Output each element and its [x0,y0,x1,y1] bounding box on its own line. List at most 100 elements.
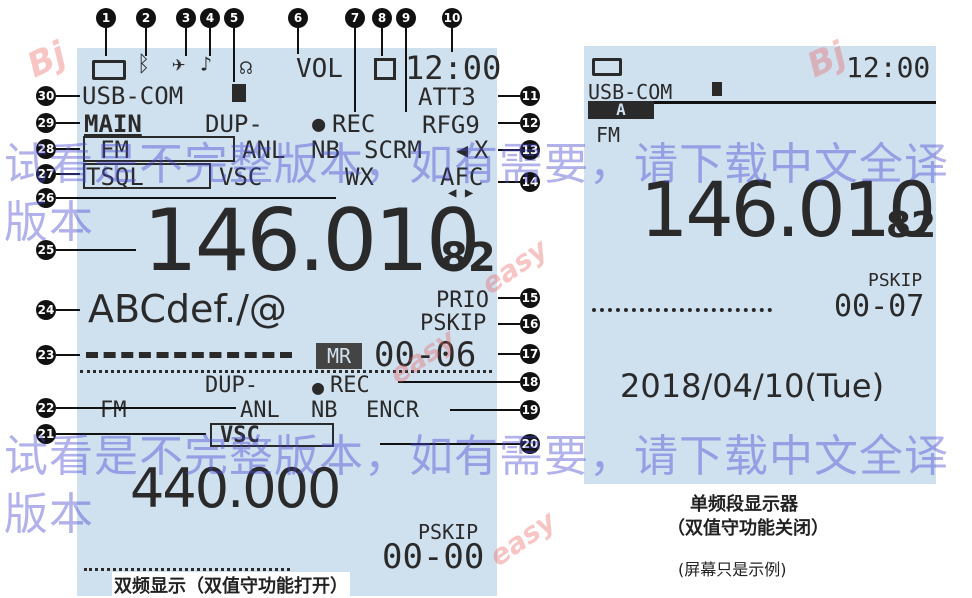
vsc-label-bottom: VSC [220,423,260,448]
channel-number: 00-06 [374,335,477,375]
vsc-label-top: VSC [219,163,263,191]
leader-line-15 [498,297,520,299]
vol-label: VOL [296,54,343,84]
date-label: 2018/04/10(Tue) [620,367,885,405]
gps-icon: ✈ [172,52,186,77]
leader-line-17 [498,353,520,355]
watermark-logo-left: Bj [21,33,73,87]
scrm-label: SCRM [364,136,422,164]
leader-line-25 [56,249,136,251]
vsc-box-bottom [210,423,334,447]
callout-21: 21 [36,424,56,444]
callout-1: 1 [96,8,116,28]
watermark-line-3: 试看是不完整版本，如有需要，请下载中文全译 [4,431,949,482]
usb-com-label: USB-COM [82,82,184,110]
att-label: ATT3 [418,83,476,111]
band-divider [80,370,492,373]
rec-indicator-bottom: ● [312,375,325,399]
watermark-line-4: 版本 [4,489,94,540]
pskip-label-bottom: PSKIP [418,520,479,544]
battery-icon [92,60,126,80]
leader-line-1 [105,28,107,56]
channel-number-bottom: 00-00 [382,537,485,577]
callout-6: 6 [288,8,308,28]
callout-9: 9 [396,8,416,28]
callout-28: 28 [36,139,56,159]
leader-line-12 [498,122,520,124]
headphone-icon: ☊ [240,55,253,79]
leader-line-21 [56,433,206,435]
dual-display-screen [77,48,497,596]
callout-17: 17 [520,344,540,364]
callout-27: 27 [36,164,56,184]
tsql-label: TSQL [86,163,144,191]
clock-time-single: 12:00 [846,51,931,84]
battery-icon-single [592,58,622,76]
callout-11: 11 [520,86,540,106]
dup-label-top: DUP- [205,110,263,138]
s-meter-bar [86,352,292,368]
callout-24: 24 [36,300,56,320]
leader-line-24 [56,309,80,311]
callout-23: 23 [36,345,56,365]
mute-x: X [474,136,489,164]
leader-line-28 [56,148,80,150]
afc-label: AFC [440,163,484,191]
single-caption-note: (屏幕只是示例) [678,560,787,579]
leader-line-5 [233,28,235,82]
single-caption-line1: 单频段显示器 [690,494,798,515]
mute-icon: ◀ [456,138,469,162]
anl-label-top: ANL [242,136,286,164]
sound-icon: ♪ [200,52,213,76]
main-frequency-single: 146.010 [640,165,936,254]
encr-label: ENCR [366,398,419,423]
rec-label-bottom: REC [330,373,370,398]
callout-25: 25 [36,240,56,260]
callout-20: 20 [520,434,540,454]
watermark-line-1: 试看是不完整版本，如有需要，请下载中文全译 [4,139,949,190]
bluetooth-icon: ᛒ [137,52,151,77]
main-frequency-sub-single: 82 [886,205,937,246]
afc-arrows: ◀ ▶ [448,185,474,201]
anl-label-bottom: ANL [240,398,280,423]
callout-16: 16 [520,314,540,334]
memory-mr-badge: MR [316,343,362,369]
main-frequency-sub: 82 [440,235,496,281]
clock-time: 12:00 [405,49,502,87]
mode-label-top: FM [100,136,129,164]
sd-card-icon [232,84,246,102]
sd-card-icon-single [712,82,722,96]
callout-4: 4 [200,8,220,28]
callout-14: 14 [520,172,540,192]
leader-line-9 [405,28,407,112]
rfg-label: RFG9 [422,111,480,139]
leader-line-29 [56,122,80,124]
leader-line-20 [380,443,520,445]
leader-line-14 [498,181,520,183]
band-bar [588,101,936,104]
nb-label-top: NB [311,136,340,164]
single-display-screen [584,46,936,484]
leader-line-23 [56,354,80,356]
leader-line-2 [145,28,147,56]
timer-icon [374,58,396,80]
callout-15: 15 [520,288,540,308]
leader-line-6 [297,28,299,54]
usb-com-label-single: USB-COM [588,80,673,104]
channel-name: ABCdef./@ [88,287,287,331]
prio-label: PRIO [436,288,489,313]
s-meter-bar-single [592,308,772,312]
leader-line-7 [354,28,356,112]
leader-line-22 [56,407,236,409]
leader-line-10 [451,28,453,52]
wx-label: WX [345,163,374,191]
leader-line-27 [56,173,80,175]
bottom-meter [84,568,290,571]
callout-19: 19 [520,400,540,420]
single-caption-line2: （双值守功能关闭） [667,518,829,539]
callout-13: 13 [520,140,540,160]
callout-8: 8 [372,8,392,28]
callout-22: 22 [36,398,56,418]
callout-26: 26 [36,188,56,208]
mode-label-single: FM [596,123,621,147]
